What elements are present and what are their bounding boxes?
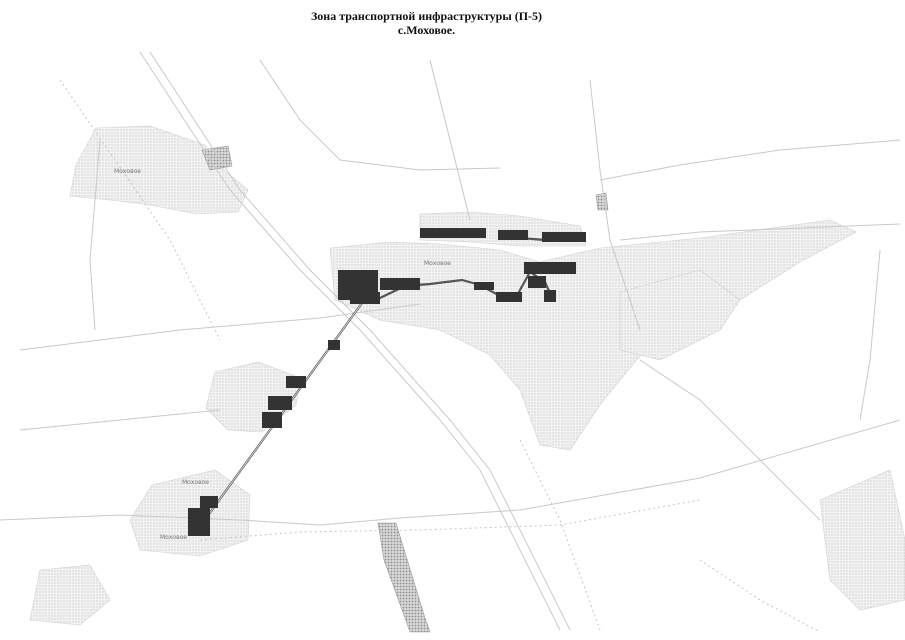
place-label: Моховое (160, 534, 187, 541)
field-area (69, 125, 249, 215)
boundary-point-markers (188, 228, 586, 536)
village-label: Моховое (424, 260, 451, 267)
boundary-point-marker-icon (542, 232, 586, 242)
boundary-point-marker-icon (188, 508, 210, 536)
map-title: Зона транспортной инфраструктуры (П-5) с… (0, 9, 853, 37)
boundary-point-marker-icon (528, 276, 546, 288)
boundary-point-marker-icon (200, 496, 218, 508)
water-strip (377, 522, 431, 633)
boundary-point-marker-icon (262, 412, 282, 428)
map-title-line-2: с.Моховое. (397, 23, 456, 37)
boundary-point-marker-icon (524, 262, 576, 274)
map-title-line-1: Зона транспортной инфраструктуры (П-5) (310, 9, 543, 23)
boundary-point-marker-icon (328, 340, 340, 350)
boundary-point-marker-icon (286, 376, 306, 388)
dark-area (201, 145, 233, 171)
boundary-point-marker-icon (420, 228, 486, 238)
boundary-point-marker-icon (350, 292, 380, 304)
place-labels: Моховое Моховое Моховое Моховое (114, 168, 451, 541)
road-network (0, 51, 901, 633)
place-label: Моховое (182, 479, 209, 486)
field-area (29, 564, 111, 626)
terrain-layer (29, 125, 905, 633)
dark-area (595, 192, 609, 211)
boundary-point-marker-icon (380, 278, 420, 290)
field-area (619, 269, 741, 361)
village-label: Моховое (114, 168, 141, 175)
boundary-point-marker-icon (474, 282, 494, 290)
boundary-point-marker-icon (268, 396, 292, 410)
field-area (819, 469, 905, 611)
field-area (329, 219, 857, 451)
boundary-point-marker-icon (544, 290, 556, 302)
boundary-point-marker-icon (498, 230, 528, 240)
boundary-point-marker-icon (496, 292, 522, 302)
